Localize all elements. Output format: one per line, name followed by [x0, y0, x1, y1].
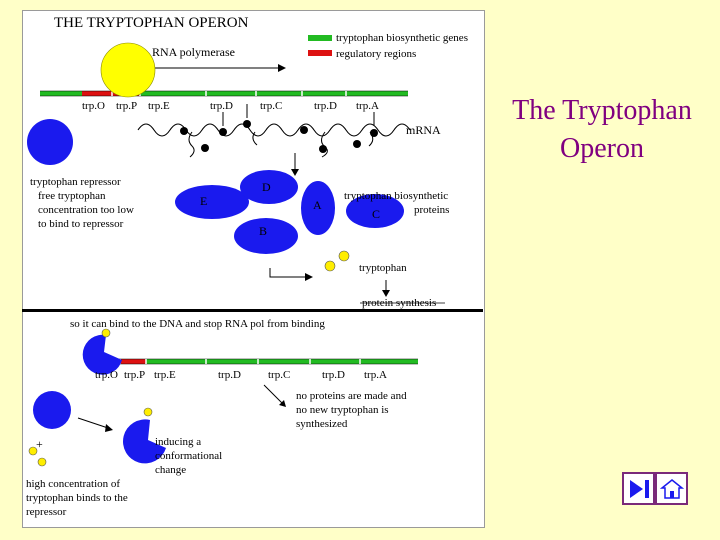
repressor-bound-dna	[82, 334, 122, 375]
enzyme-e	[175, 185, 249, 219]
no-proteins-label-line: no proteins are made and	[296, 390, 407, 402]
inducing-label-line: conformational	[155, 450, 223, 462]
rna-polymerase	[100, 42, 156, 98]
high-conc-label-line: repressor	[26, 506, 67, 518]
ribosome-tails	[188, 131, 374, 158]
legend-regulatory-label: regulatory regions	[336, 48, 417, 60]
gene-label: trp.E	[154, 369, 176, 381]
diagram-heading: THE TRYPTOPHAN OPERON	[54, 15, 249, 31]
previous-button[interactable]	[622, 472, 655, 505]
legend-genes-label: tryptophan biosynthetic genes	[336, 32, 468, 44]
enzyme-a	[301, 181, 335, 235]
high-conc-label-line: tryptophan binds to the	[26, 492, 128, 504]
gene-label: trp.D	[210, 100, 233, 112]
enzyme-c	[346, 194, 404, 228]
gene-label: trp.A	[364, 369, 387, 381]
repressor-label-line: free tryptophan	[38, 190, 106, 202]
inducing-label-line: change	[155, 464, 187, 476]
protein-synthesis-label: protein synthesis	[362, 297, 437, 309]
home-button[interactable]	[655, 472, 688, 505]
gene-label: trp.O	[95, 369, 118, 381]
legend-regulatory-swatch	[308, 50, 332, 56]
gene-label: trp.O	[82, 100, 105, 112]
enzyme-b-label: B	[259, 224, 268, 238]
tryptophan-molecule	[338, 250, 350, 262]
proteins-label-line: proteins	[414, 204, 450, 216]
plus-sign: +	[36, 437, 43, 451]
repressor-activated	[123, 419, 166, 464]
rna-polymerase-label: RNA polymerase	[152, 45, 235, 59]
gene-label: trp.C	[268, 369, 291, 381]
enzyme-d-label: D	[262, 180, 271, 194]
inducing-label-line: inducing a	[155, 436, 202, 448]
repressor-inactive	[33, 391, 71, 429]
legend-genes-swatch	[308, 35, 332, 41]
slide-title-line: Operon	[560, 133, 644, 164]
high-conc-label-line: high concentration of	[26, 478, 121, 490]
tryptophan-label: tryptophan	[359, 262, 407, 274]
panel-divider	[22, 309, 483, 312]
no-proteins-label-line: no new tryptophan is	[296, 404, 389, 416]
dna-strand-top	[40, 90, 408, 97]
gene-label: trp.A	[356, 100, 379, 112]
repressor-protein-top	[27, 119, 73, 165]
gene-label: trp.E	[148, 100, 170, 112]
mrna-label: mRNA	[406, 123, 441, 137]
gene-label: trp.P	[116, 100, 138, 112]
ribosomes	[180, 120, 378, 153]
repressor-label-line: to bind to repressor	[38, 218, 124, 230]
dna-strand-bottom	[90, 358, 418, 365]
mrna-strand	[137, 123, 411, 137]
enzyme-b	[234, 218, 298, 254]
enzyme-c-label: C	[372, 207, 381, 221]
repressor-label-line: tryptophan repressor	[30, 176, 121, 188]
slide-title: The Tryptophan Operon	[484, 92, 720, 168]
gene-label: trp.C	[260, 100, 283, 112]
enzyme-a-label: A	[313, 198, 322, 212]
tryptophan-molecule	[324, 260, 336, 272]
repressor-label-line: concentration too low	[38, 204, 134, 216]
slide-title-line: The Tryptophan	[512, 95, 692, 126]
gene-label: trp.D	[322, 369, 345, 381]
bottom-caption: so it can bind to the DNA and stop RNA p…	[70, 318, 325, 330]
proteins-label-line: tryptophan biosynthetic	[344, 190, 449, 202]
gene-label: trp.D	[218, 369, 241, 381]
enzyme-e-label: E	[200, 194, 208, 208]
skip-back-icon	[629, 479, 649, 498]
enzyme-d	[240, 170, 298, 204]
no-proteins-label-line: synthesized	[296, 418, 348, 430]
gene-label: trp.D	[314, 100, 337, 112]
diagram-panel	[22, 10, 485, 528]
home-icon	[659, 478, 684, 499]
gene-label: trp.P	[124, 369, 146, 381]
